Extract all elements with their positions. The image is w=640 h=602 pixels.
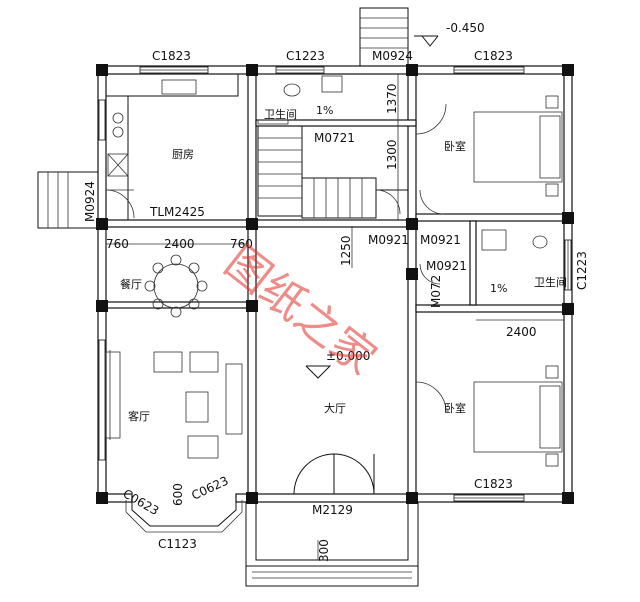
kitchen-counter bbox=[106, 74, 239, 220]
dim-2400-dining: 2400 bbox=[164, 237, 195, 251]
slope-wc-right: 1% bbox=[490, 282, 507, 295]
dining-table bbox=[144, 254, 208, 318]
room-hall: 大厅 bbox=[324, 401, 346, 415]
wc-top-fixtures bbox=[257, 75, 343, 125]
code-m2129: M2129 bbox=[312, 503, 353, 517]
code-m0921-a: M0921 bbox=[368, 233, 409, 247]
code-c1223-top: C1223 bbox=[286, 49, 325, 63]
room-kitchen: 厨房 bbox=[172, 148, 194, 161]
slope-wc-top: 1% bbox=[316, 104, 333, 117]
room-wc-right: 卫生间 bbox=[534, 275, 567, 289]
code-c1823-bottom: C1823 bbox=[474, 477, 513, 491]
code-m0721-b: M072 bbox=[429, 275, 443, 308]
elevation-label: -0.450 bbox=[446, 21, 485, 35]
windows bbox=[98, 66, 572, 502]
code-m0924-top: M0924 bbox=[372, 49, 413, 63]
dim-760-left: 760 bbox=[106, 237, 129, 251]
dim-1370: 1370 bbox=[385, 83, 399, 114]
sofa-set bbox=[105, 350, 243, 459]
room-wc-top: 卫生间 bbox=[264, 107, 297, 121]
room-living: 客厅 bbox=[128, 409, 150, 423]
room-bedroom-top: 卧室 bbox=[444, 139, 466, 153]
interior-doors bbox=[105, 103, 447, 413]
wc-right-fixtures bbox=[481, 229, 548, 251]
floor-level-label: ±0.000 bbox=[326, 349, 370, 363]
code-tlm2425: TLM2425 bbox=[149, 205, 205, 219]
bed-top bbox=[473, 95, 563, 197]
dim-1250: 1250 bbox=[339, 235, 353, 266]
code-m0924-left: M0924 bbox=[83, 181, 97, 222]
dim-2400-bedroom: 2400 bbox=[506, 325, 537, 339]
room-bedroom-bottom: 卧室 bbox=[444, 401, 466, 415]
dim-300: 300 bbox=[317, 539, 331, 562]
watermark: 图纸之家 bbox=[215, 236, 385, 385]
dim-1300: 1300 bbox=[385, 139, 399, 170]
dim-600: 600 bbox=[171, 483, 185, 506]
structural-columns bbox=[96, 64, 574, 504]
bay-window bbox=[125, 500, 243, 533]
code-c1823-top-right: C1823 bbox=[474, 49, 513, 63]
elevation-markers bbox=[305, 35, 438, 379]
code-m0721: M0721 bbox=[314, 131, 355, 145]
side-steps bbox=[37, 171, 99, 229]
code-c1823-top-left: C1823 bbox=[152, 49, 191, 63]
code-c0623-right: C0623 bbox=[189, 474, 230, 503]
code-c1123: C1123 bbox=[158, 537, 197, 551]
dim-760-right: 760 bbox=[230, 237, 253, 251]
room-dining: 餐厅 bbox=[120, 277, 142, 291]
code-c1223-right: C1223 bbox=[575, 251, 589, 290]
code-m0921-b: M0921 bbox=[420, 233, 461, 247]
code-m0921-c: M0921 bbox=[426, 259, 467, 273]
bed-bottom bbox=[473, 365, 563, 467]
front-entrance bbox=[245, 453, 419, 587]
dimension-lines bbox=[106, 74, 564, 560]
staircase bbox=[257, 125, 408, 219]
